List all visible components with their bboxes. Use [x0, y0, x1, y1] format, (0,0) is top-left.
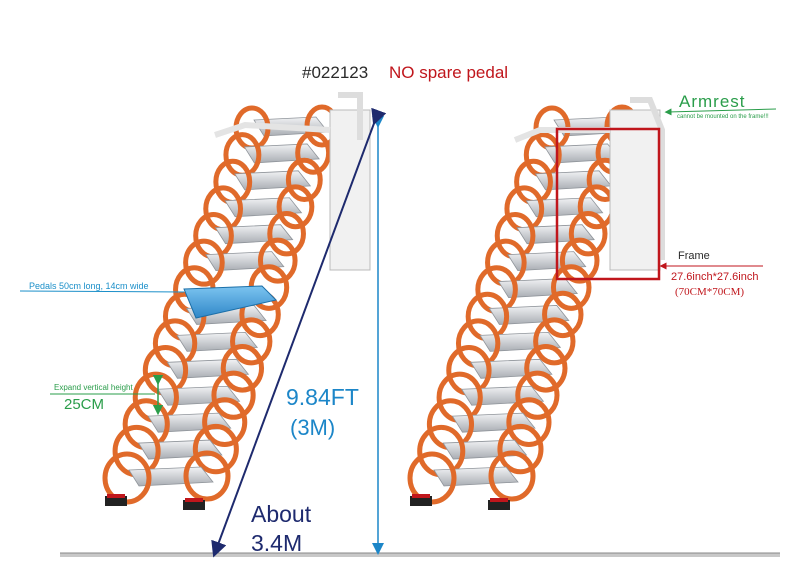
ladder-step — [433, 466, 519, 487]
spare-pedal-warning: NO spare pedal — [389, 63, 509, 82]
ladder-step — [442, 439, 528, 460]
diagonal-length-arrow — [211, 107, 387, 558]
floor-line — [60, 553, 780, 557]
pedal-leader — [19, 290, 185, 293]
scissor-link-right — [542, 290, 584, 339]
scissor-link-right — [515, 370, 560, 420]
scissor-link-right — [488, 450, 536, 502]
frame-size-inches: 27.6inch*27.6inch — [671, 271, 759, 283]
ladder-foot — [488, 500, 510, 510]
scissor-link-right — [506, 397, 552, 448]
right-ladder — [407, 104, 640, 510]
scissor-link-right — [524, 344, 568, 393]
armrest-label: Armrest — [679, 92, 746, 111]
height-feet-label: 9.84FT — [286, 384, 359, 410]
armrest-leader — [664, 108, 777, 116]
frame-size-cm: (70CM*70CM) — [675, 286, 745, 298]
scissor-link-right — [497, 423, 544, 475]
product-code: #022123 — [302, 63, 369, 82]
expand-height-value: 25CM — [64, 396, 105, 413]
scissor-link-right — [550, 264, 592, 311]
ladder-foot — [183, 500, 205, 510]
ladder-step — [128, 466, 214, 487]
ladder-step — [137, 439, 223, 460]
expand-height-label: Expand vertical height — [54, 383, 133, 392]
scissor-link-right — [568, 210, 608, 257]
diagonal-length-label-line1: About — [251, 501, 312, 527]
height-meters-label: (3M) — [290, 415, 336, 440]
ladder-step — [147, 412, 232, 433]
frame-box — [555, 127, 661, 281]
diagonal-length-label-line2: 3.4M — [251, 530, 303, 556]
scissor-link-right — [533, 317, 576, 366]
pedal-size-label: Pedals 50cm long, 14cm wide — [29, 281, 149, 291]
scissor-link-right — [559, 237, 600, 284]
ladder-step — [451, 412, 536, 433]
armrest-note: cannot be mounted on the frame!!! — [677, 114, 769, 120]
frame-label: Frame — [678, 250, 710, 262]
ladder-foot — [105, 496, 127, 506]
ladder-foot — [410, 496, 432, 506]
